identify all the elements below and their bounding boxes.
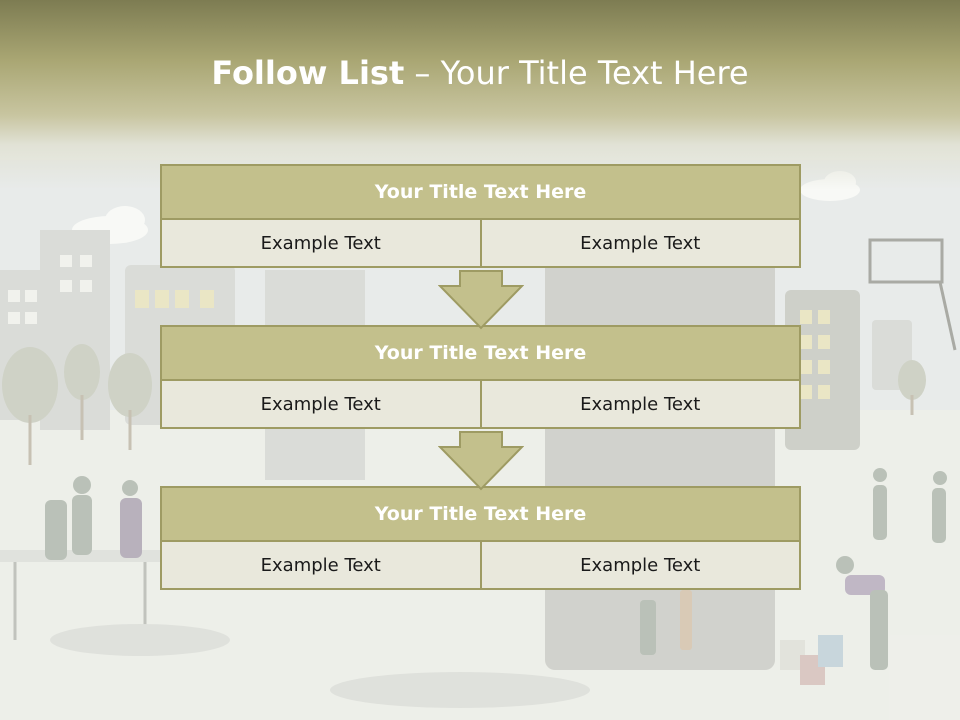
step-row: Example Text Example Text (160, 540, 801, 590)
step-row: Example Text Example Text (160, 379, 801, 429)
down-arrow-icon (438, 431, 524, 491)
step-row: Example Text Example Text (160, 218, 801, 268)
slide-title: Follow List – Your Title Text Here (0, 54, 960, 92)
slide-title-bold: Follow List (211, 54, 405, 92)
slide-title-rest: – Your Title Text Here (404, 54, 749, 92)
step-title: Your Title Text Here (160, 164, 801, 220)
step-title: Your Title Text Here (160, 325, 801, 381)
down-arrow-icon (438, 270, 524, 330)
step-block-1: Your Title Text Here Example Text Exampl… (160, 164, 801, 268)
step-cell-right: Example Text (479, 218, 801, 268)
step-block-2: Your Title Text Here Example Text Exampl… (160, 325, 801, 429)
step-cell-left: Example Text (160, 540, 482, 590)
step-block-3: Your Title Text Here Example Text Exampl… (160, 486, 801, 590)
step-cell-left: Example Text (160, 218, 482, 268)
step-title: Your Title Text Here (160, 486, 801, 542)
header-band (0, 0, 960, 190)
step-cell-right: Example Text (479, 540, 801, 590)
step-cell-left: Example Text (160, 379, 482, 429)
step-cell-right: Example Text (479, 379, 801, 429)
